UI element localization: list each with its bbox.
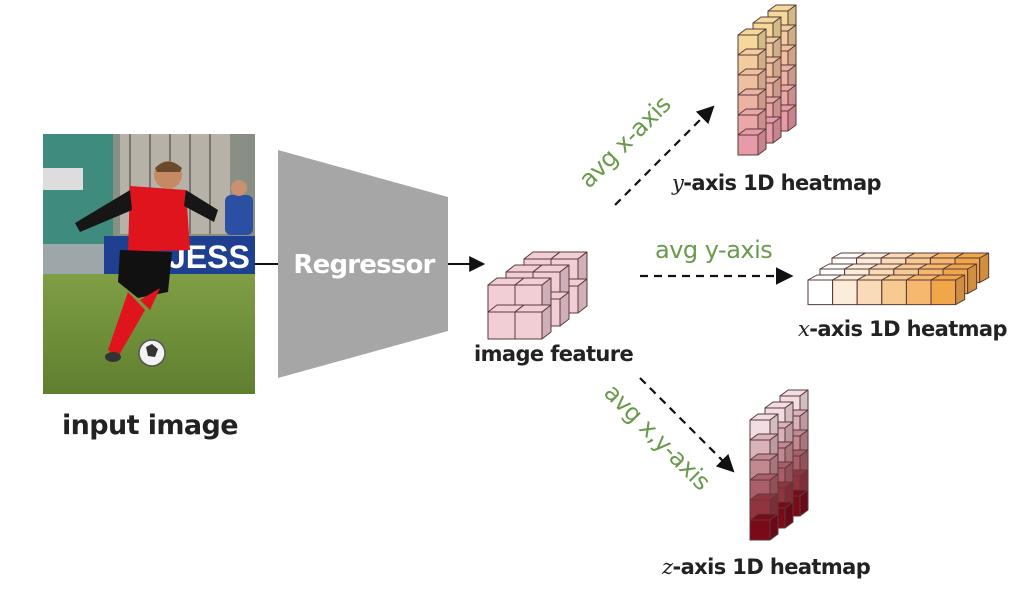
- axis-variable-x: x: [798, 317, 810, 341]
- input-image-caption: input image: [62, 410, 239, 441]
- football-player: [75, 161, 218, 367]
- image-feature-volume: [487, 251, 588, 340]
- cube-cell: [737, 128, 767, 156]
- x-heatmap-caption: x-axis 1D heatmap: [798, 317, 1008, 341]
- axis-variable-z: z: [662, 555, 673, 579]
- cube-cell: [930, 274, 966, 306]
- y-axis-heatmap: [737, 4, 797, 156]
- cube-cell: [749, 513, 779, 541]
- branch-arrow-z: [639, 377, 735, 473]
- op-label-avg-y: avg y-axis: [655, 236, 773, 264]
- regressor-label: Regressor: [293, 250, 435, 280]
- image-feature-caption: image feature: [474, 342, 634, 366]
- caption-suffix: -axis 1D heatmap: [672, 555, 871, 579]
- caption-suffix: -axis 1D heatmap: [683, 171, 881, 195]
- y-heatmap-caption: y-axis 1D heatmap: [672, 171, 882, 195]
- cube-cell: [514, 304, 552, 340]
- z-axis-heatmap: [749, 389, 809, 541]
- regressor-block: [278, 150, 448, 378]
- branch-arrow-y: [614, 105, 715, 206]
- input-image: JESS: [43, 134, 255, 394]
- axis-variable-y: y: [672, 171, 684, 195]
- x-axis-heatmap: [807, 252, 990, 306]
- caption-suffix: -axis 1D heatmap: [809, 317, 1007, 341]
- z-heatmap-caption: z-axis 1D heatmap: [662, 555, 871, 579]
